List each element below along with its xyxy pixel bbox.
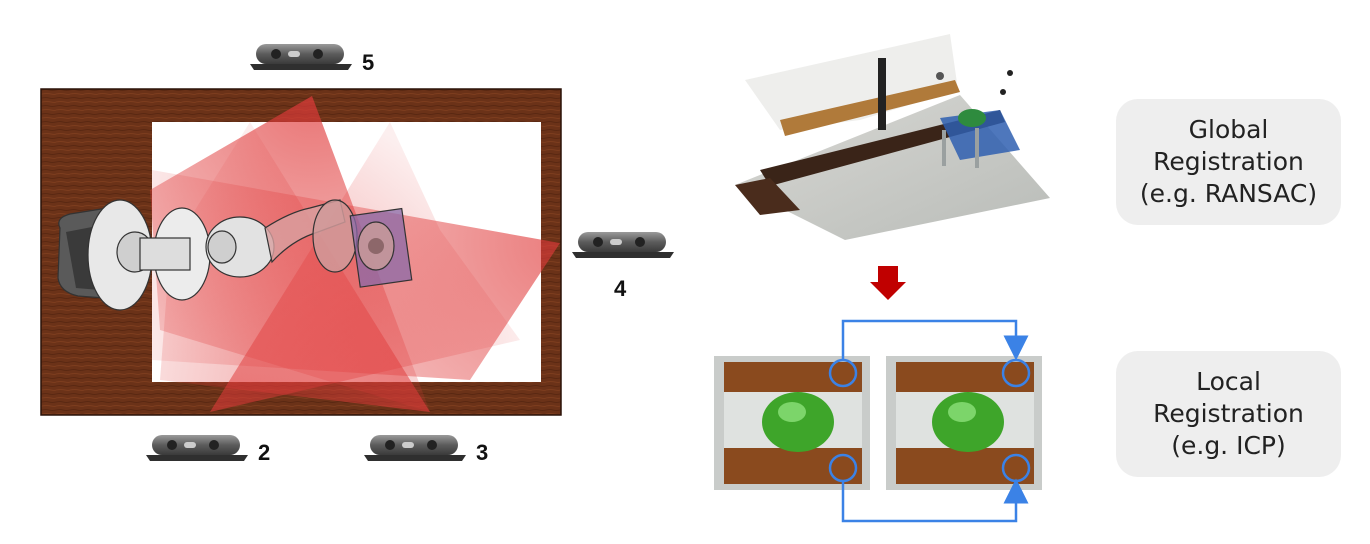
down-arrow-icon xyxy=(870,266,906,300)
merged-point-cloud xyxy=(735,34,1050,240)
patch-green-object xyxy=(932,392,1004,452)
global-registration-line-1: Global xyxy=(1188,115,1269,144)
cloud-table-edge xyxy=(760,110,1005,186)
patch-green-object xyxy=(762,392,834,452)
camera-2-label: 2 xyxy=(258,440,270,465)
camera-4: 4 xyxy=(572,232,674,301)
patch-wood-strip-top xyxy=(896,362,1034,392)
global-registration-box: Global Registration (e.g. RANSAC) xyxy=(1116,99,1341,225)
cloud-green-object xyxy=(958,109,986,127)
robot-arm xyxy=(57,199,413,311)
patch-wood-strip-top xyxy=(724,362,862,392)
camera-3-label: 3 xyxy=(476,440,488,465)
local-registration-box: Local Registration (e.g. ICP) xyxy=(1116,351,1341,477)
depth-camera-icon xyxy=(146,435,248,461)
top-correspondence-arrow xyxy=(841,319,1029,361)
patch-wood-strip-bottom xyxy=(896,448,1034,484)
local-registration-line-3: (e.g. ICP) xyxy=(1171,431,1286,460)
patch-wood-strip-bottom xyxy=(724,448,862,484)
camera-4-label: 4 xyxy=(614,276,627,301)
local-registration-line-2: Registration xyxy=(1153,399,1304,428)
camera-5: 5 xyxy=(250,44,374,75)
local-registration-line-1: Local xyxy=(1196,367,1261,396)
depth-camera-icon xyxy=(572,232,674,258)
cloud-robot-pole xyxy=(878,58,886,130)
camera-5-label: 5 xyxy=(362,50,374,75)
robot-wrist xyxy=(312,199,358,273)
depth-camera-icon xyxy=(250,44,352,70)
fov-cone-camera-3 xyxy=(160,122,430,412)
bottom-correspondence-arrow xyxy=(841,478,1029,523)
global-registration-line-3: (e.g. RANSAC) xyxy=(1139,179,1318,208)
source-point-cloud-patch xyxy=(714,356,870,490)
target-point-cloud-patch xyxy=(886,356,1042,490)
depth-camera-icon xyxy=(364,435,466,461)
cloud-shelf xyxy=(780,80,960,136)
correspondence-connectors xyxy=(841,319,1029,523)
camera-2: 2 xyxy=(146,435,270,465)
global-registration-line-2: Registration xyxy=(1153,147,1304,176)
cloud-back-wall xyxy=(745,34,958,130)
camera-3: 3 xyxy=(364,435,488,465)
